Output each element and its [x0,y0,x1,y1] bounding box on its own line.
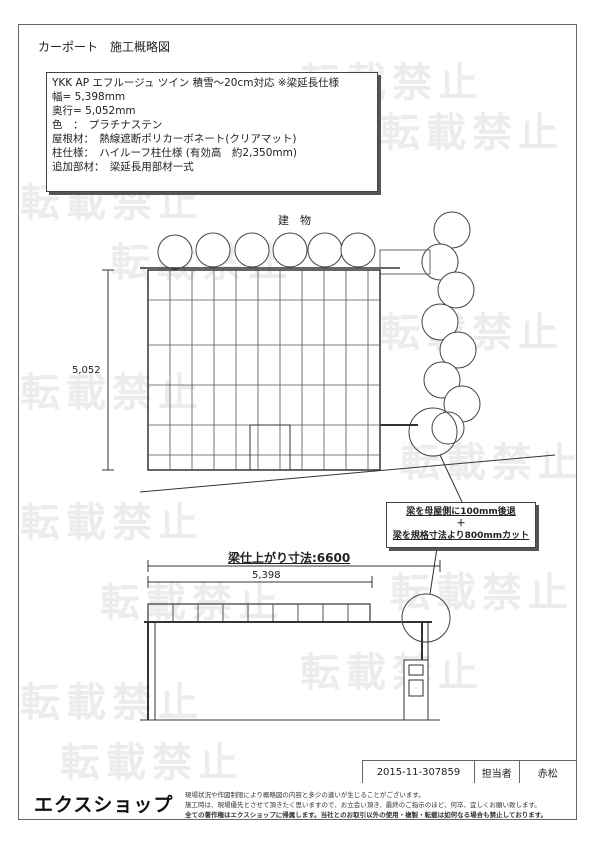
spec-roof: 屋根材： 熱線遮断ポリカーボネート(クリアマット) [52,133,297,145]
page-title: カーポート 施工概略図 [38,40,171,54]
note-line: 現場状況や作図制限により概略図の内容と多少の違いが生じることがございます。 [185,791,425,799]
note-line: 施工時は、現場優先とさせて頂きたく思いますので、お立会い頂き、最終のご指示のほど… [185,801,541,809]
callout-line2: 梁を規格寸法より800mmカット [392,531,530,541]
spec-extra: 追加部材： 梁延長用部材一式 [52,161,194,173]
spec-product: YKK AP エフルージュ ツイン 積雪～20cm対応 ※梁延長仕様 [52,77,340,89]
width-dimension: 5,398 [252,570,281,581]
company-logo: エクスショップ [34,794,174,816]
footer-table: 2015-11-307859 担当者 赤松 [362,760,578,783]
person-name: 赤松 [520,761,578,783]
shrubs-right [421,211,481,445]
callout-plus: ＋ [456,519,466,529]
spec-width: 幅= 5,398mm [52,91,126,103]
spec-post: 柱仕様： ハイルーフ柱仕様 (有効高 約2,350mm) [52,147,297,159]
shrubs-top [157,232,376,270]
spec-box: YKK AP エフルージュ ツイン 積雪～20cm対応 ※梁延長仕様 幅= 5,… [46,72,378,192]
callout-line1: 梁を母屋側に100mm後退 [406,507,516,517]
beam-finish-dimension: 梁仕上がり寸法:6600 [228,551,351,565]
doc-number: 2015-11-307859 [363,761,475,783]
depth-dimension: 5,052 [72,365,101,376]
drawing-frame [18,24,577,820]
beam-callout: 梁を母屋側に100mm後退 ＋ 梁を規格寸法より800mmカット [386,502,536,548]
spec-depth: 奥行= 5,052mm [52,105,136,117]
spec-color: 色 ： プラチナステン [52,119,163,131]
person-label: 担当者 [475,761,520,783]
note-line: 全ての著作権はエクスショップに帰属します。当社とのお取引以外の使用・複製・転載は… [185,811,548,819]
building-label: 建 物 [278,214,311,227]
